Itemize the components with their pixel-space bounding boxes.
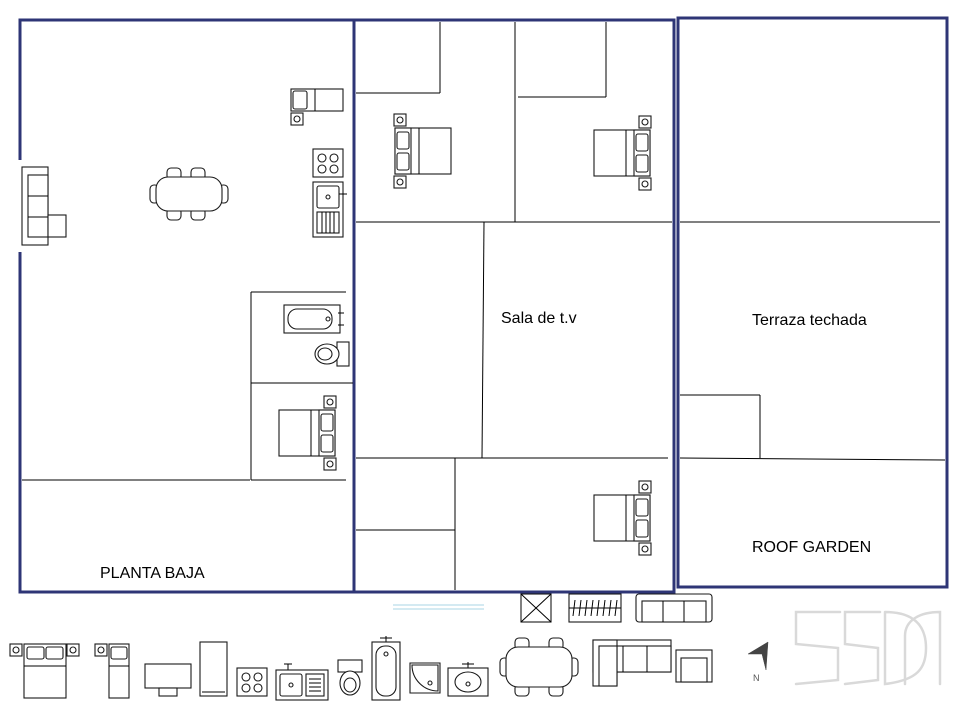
ground-floor-opening xyxy=(17,160,25,252)
north-arrow-icon xyxy=(747,641,769,671)
upper-floor-walls xyxy=(356,22,672,590)
roof-garden-label: ROOF GARDEN xyxy=(752,539,871,556)
north-label: N xyxy=(753,673,760,683)
bed-icon xyxy=(393,113,452,189)
ground-floor-label: PLANTA BAJA xyxy=(100,565,205,582)
bathtub-icon xyxy=(283,304,344,334)
covered-terrace-label: Terraza techada xyxy=(752,312,867,329)
toilet-icon xyxy=(314,341,350,367)
armchair-icon xyxy=(675,649,713,683)
fridge-icon xyxy=(199,641,228,697)
sofa-icon xyxy=(592,639,672,687)
sofa-icon xyxy=(635,593,713,623)
bathtub-icon xyxy=(371,636,401,701)
bed-icon xyxy=(278,395,337,471)
shower-icon xyxy=(520,593,552,623)
dining-table-icon xyxy=(149,167,229,221)
single-bed-icon xyxy=(94,643,130,699)
roof-walls xyxy=(679,221,946,461)
tv-room-label: Sala de t.v xyxy=(501,310,577,327)
closet-icon xyxy=(568,593,622,623)
tv-icon xyxy=(144,663,192,697)
bed-icon xyxy=(593,480,652,556)
toilet-icon xyxy=(337,659,363,696)
sofa-icon xyxy=(21,166,67,246)
stove-icon xyxy=(236,667,268,697)
dining-table-icon xyxy=(499,637,579,697)
single-bed-icon xyxy=(290,88,344,126)
bed-icon xyxy=(593,115,652,191)
bed-icon xyxy=(9,643,80,699)
roof-outline xyxy=(676,16,949,589)
shower-icon xyxy=(409,662,441,694)
stove-icon xyxy=(312,148,344,178)
wash-basin-icon xyxy=(447,662,489,697)
ssda-logo xyxy=(794,610,942,686)
kitchen-sink-icon xyxy=(275,663,329,701)
kitchen-sink-icon xyxy=(312,181,347,238)
ground-floor-walls xyxy=(22,291,353,481)
upper-floor-outline xyxy=(352,18,676,594)
